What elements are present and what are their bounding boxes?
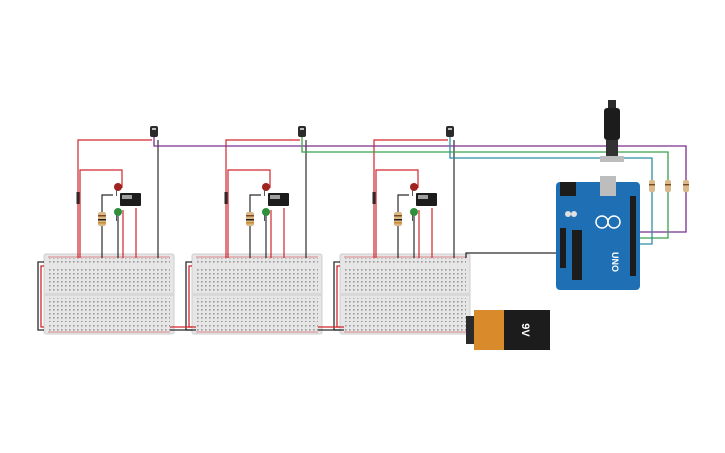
usb-cable[interactable] xyxy=(600,100,624,162)
battery-label: 9V xyxy=(519,323,531,337)
stage-2 xyxy=(224,126,307,258)
breadboard-2[interactable] xyxy=(191,253,323,335)
stage-3 xyxy=(372,126,455,258)
relay-2[interactable] xyxy=(268,193,289,206)
breadboard-3[interactable] xyxy=(339,253,471,335)
resistor-3[interactable] xyxy=(394,212,402,226)
led-red-1[interactable] xyxy=(114,183,122,196)
arduino-uno[interactable]: UNO xyxy=(556,176,640,290)
battery-9v[interactable]: 9V xyxy=(466,310,550,350)
transistor-3[interactable] xyxy=(446,126,454,137)
led-green-3[interactable] xyxy=(410,208,418,221)
stage-1 xyxy=(76,126,159,258)
signal-wires xyxy=(153,137,687,245)
board-label: UNO xyxy=(610,252,620,272)
transistor-2[interactable] xyxy=(298,126,306,137)
led-green-1[interactable] xyxy=(114,208,122,221)
breadboard-1[interactable] xyxy=(43,253,175,335)
led-red-2[interactable] xyxy=(262,183,270,196)
relay-3[interactable] xyxy=(416,193,437,206)
relay-1[interactable] xyxy=(120,193,141,206)
resistor-1[interactable] xyxy=(98,212,106,226)
transistor-1[interactable] xyxy=(150,126,158,137)
led-green-2[interactable] xyxy=(262,208,270,221)
led-red-3[interactable] xyxy=(410,183,418,196)
power-rail-wires xyxy=(37,252,560,331)
pull-resistors[interactable] xyxy=(649,180,689,192)
resistor-2[interactable] xyxy=(246,212,254,226)
